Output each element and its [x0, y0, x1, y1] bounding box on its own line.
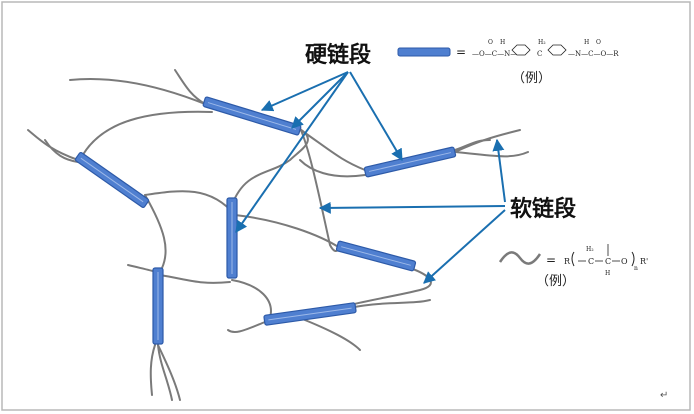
soft-segment-label: 软链段 [510, 196, 576, 222]
soft-chain-line [127, 264, 157, 273]
soft-chain-line [231, 279, 272, 319]
arrow [291, 71, 349, 129]
hard-segment-rod [74, 151, 150, 209]
soft-chain-line [454, 129, 521, 153]
formula-o: O [621, 257, 628, 266]
soft-chain-line [144, 194, 167, 269]
soft-chain-line [227, 321, 266, 333]
soft-example-label: （例） [536, 274, 575, 289]
benzene-ring-icon [511, 44, 531, 56]
soft-chain-line [27, 129, 79, 161]
soft-chain-line [157, 344, 173, 401]
hard-segment-formula: = —O—C—N— O H H₂ C —N—C—O—R H O [456, 39, 619, 59]
hard-segment-rod [263, 302, 357, 326]
soft-chain-line [454, 139, 491, 151]
formula-n-subscript: n [634, 265, 638, 272]
hard-example-label: （例） [512, 71, 551, 86]
formula-ch2-h2: H₂ [538, 39, 546, 46]
soft-chain-line [297, 127, 366, 171]
arrow [492, 138, 506, 203]
formula-c2: C [605, 257, 611, 266]
soft-segment-arrows [318, 138, 506, 284]
arrow [260, 71, 349, 112]
soft-chain-line [149, 344, 156, 396]
soft-chain-line [159, 274, 231, 284]
hard-segment-rod [226, 197, 238, 279]
soft-chain-line [144, 190, 236, 216]
soft-chain-line [299, 317, 361, 351]
soft-chain-line [234, 214, 341, 249]
hard-segment-arrows [235, 71, 403, 233]
formula-ch2-c: C [537, 50, 542, 58]
formula-c1: C [588, 257, 594, 266]
legend-soft-chain-squiggle [498, 251, 542, 265]
soft-chain-line [44, 139, 79, 163]
hard-segments [74, 96, 457, 345]
soft-chain-line [79, 110, 213, 161]
soft-chain-line [231, 127, 309, 206]
hard-segment-rod [202, 96, 302, 136]
soft-chain-line [69, 78, 206, 105]
soft-chain-line [299, 159, 366, 178]
formula-h2-top: H₂ [586, 246, 594, 253]
formula-urethane-left: —O—C—N— [472, 50, 517, 58]
hard-segment-label: 硬链段 [305, 42, 371, 68]
arrow [423, 209, 506, 284]
formula-h-top: H [584, 39, 589, 46]
soft-chain-line [174, 69, 206, 105]
hard-segment-rod [335, 240, 417, 272]
arrow [349, 71, 403, 162]
arrow [235, 71, 349, 233]
formula-r-left: R [564, 257, 571, 266]
benzene-ring-icon [547, 44, 567, 56]
equals-sign: = [456, 45, 466, 59]
soft-segment-formula: = R H₂ C C H O n R' [546, 244, 648, 277]
formula-o-top: O [596, 39, 601, 46]
formula-h-bottom: H [605, 270, 610, 277]
equals-sign: = [546, 253, 556, 267]
hard-segment-rod [363, 146, 457, 178]
soft-chain-line [157, 344, 181, 401]
hard-segment-rod [152, 267, 164, 345]
arrow [318, 201, 506, 214]
legend-hard-segment-bar [397, 47, 451, 57]
soft-chain-line [454, 151, 529, 158]
formula-h-top: H [500, 39, 505, 46]
formula-urethane-right: —N—C—O—R [568, 50, 619, 58]
formula-o-top: O [488, 39, 493, 46]
paragraph-return-mark: ↵ [660, 390, 668, 401]
formula-r-right: R' [640, 257, 648, 266]
